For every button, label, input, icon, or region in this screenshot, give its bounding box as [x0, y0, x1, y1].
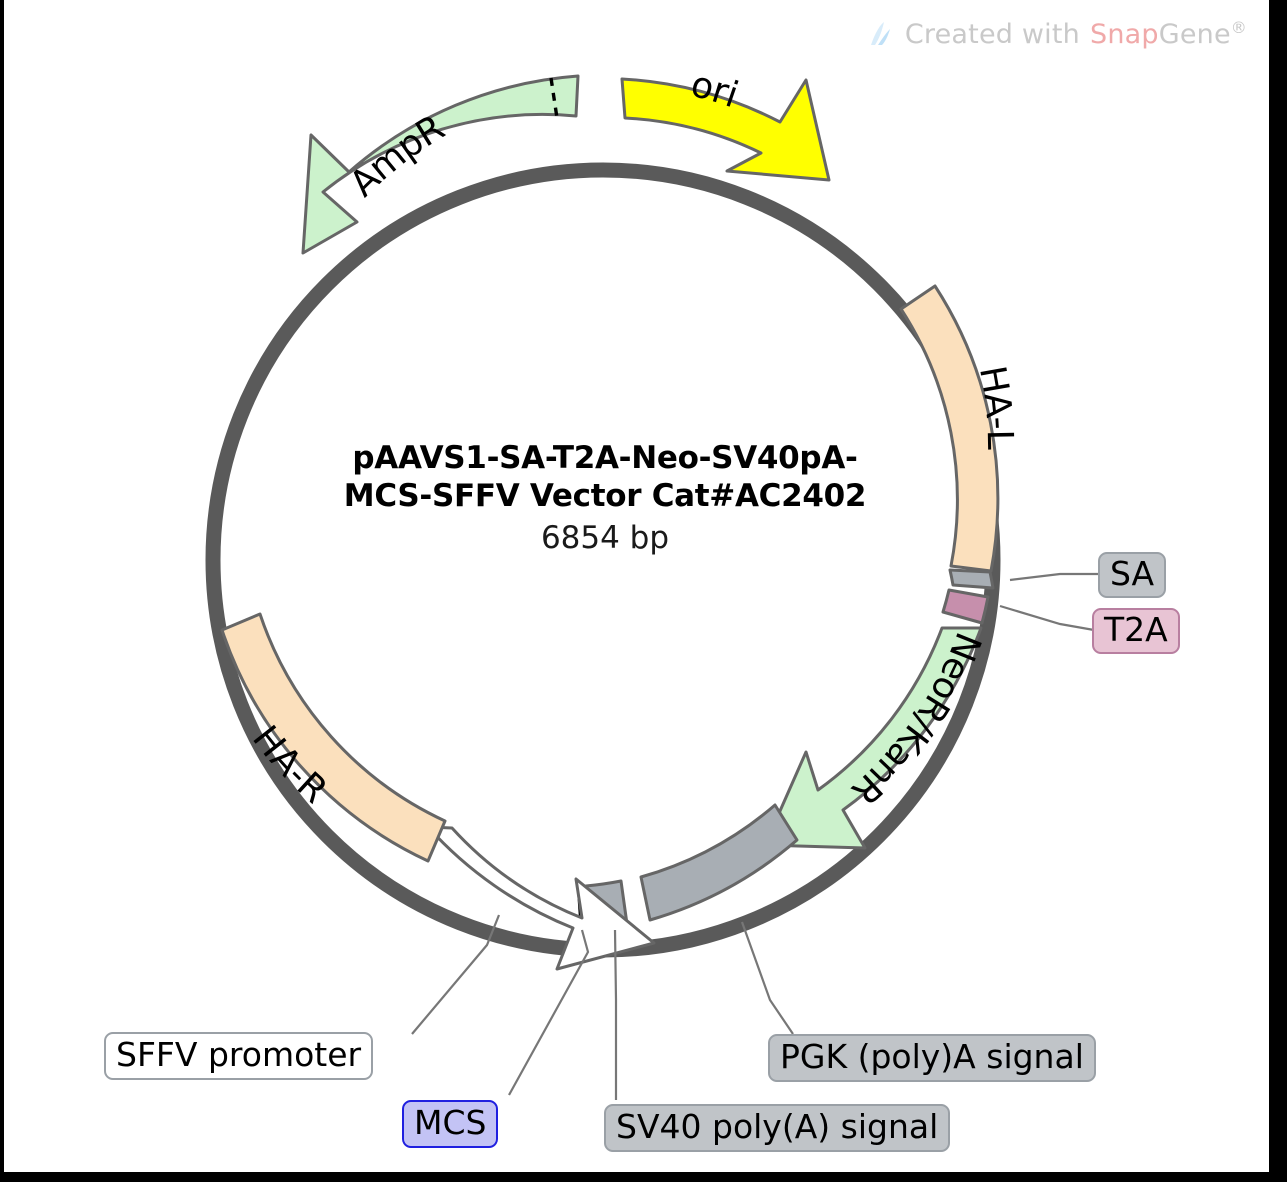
callout-sa[interactable]: SA: [1098, 552, 1167, 598]
feature-ampr[interactable]: AmpR: [301, 74, 580, 255]
frame-edge-right: [1269, 0, 1287, 1182]
leader-line-sv40: [613, 929, 618, 1100]
watermark-brand: SnapGene®: [1090, 18, 1247, 50]
snapgene-logo-icon: [870, 22, 890, 45]
callout-sffv-promoter[interactable]: SFFV promoter: [104, 1032, 374, 1080]
feature-pgk-polya-shape[interactable]: [639, 803, 799, 922]
feature-ampr-divider: [549, 77, 559, 119]
feature-ori-shape: [620, 77, 831, 182]
watermark-prefix: Created with: [904, 18, 1080, 50]
feature-ori[interactable]: ori: [620, 64, 831, 182]
feature-ha-r[interactable]: HA-R: [220, 612, 447, 863]
callout-sv40-polya-label: SV40 poly(A) signal: [616, 1107, 939, 1146]
watermark-brand-snap: Snap: [1089, 19, 1159, 50]
feature-ha-l[interactable]: HA-L: [899, 284, 1020, 573]
snapgene-watermark: Created with SnapGene®: [865, 18, 1247, 50]
leader-line-t2a: [999, 604, 1095, 632]
leader-line-sa: [1009, 572, 1098, 582]
feature-t2a-shape[interactable]: [941, 588, 990, 625]
watermark-brand-gene: Gene: [1158, 19, 1231, 50]
callout-pgk-polya-label: PGK (poly)A signal: [780, 1037, 1084, 1076]
feature-sffv-promoter-shape: [426, 825, 656, 971]
frame-edge-bottom: [0, 1172, 1287, 1182]
callout-t2a[interactable]: T2A: [1092, 608, 1180, 654]
callout-t2a-label: T2A: [1104, 610, 1168, 649]
watermark-registered-mark: ®: [1230, 18, 1247, 37]
feature-ha-l-shape: [899, 284, 1000, 573]
feature-ha-l-label: HA-L: [971, 363, 1020, 450]
feature-ampr-shape: [301, 74, 580, 255]
callout-sv40-polya[interactable]: SV40 poly(A) signal: [604, 1104, 951, 1152]
leader-line-mcs: [508, 929, 590, 1096]
frame-edge-left: [0, 0, 4, 1182]
leader-line-sffv: [411, 914, 501, 1035]
feature-ampr-label-text: AmpR: [342, 107, 451, 205]
callout-pgk-polya[interactable]: PGK (poly)A signal: [768, 1034, 1096, 1082]
feature-ampr-label: AmpR: [342, 107, 451, 205]
callout-sa-label: SA: [1110, 554, 1155, 593]
feature-ha-l-label-text: HA-L: [971, 363, 1020, 450]
callout-mcs[interactable]: MCS: [402, 1100, 499, 1148]
plasmid-backbone: [205, 162, 1001, 958]
callout-sffv-promoter-label: SFFV promoter: [116, 1035, 362, 1074]
feature-sa-shape[interactable]: [948, 568, 995, 590]
feature-sffv-promoter[interactable]: [426, 825, 656, 971]
feature-ha-r-shape: [220, 612, 447, 863]
leader-line-pgk: [740, 921, 794, 1035]
callout-mcs-label: MCS: [414, 1103, 487, 1142]
